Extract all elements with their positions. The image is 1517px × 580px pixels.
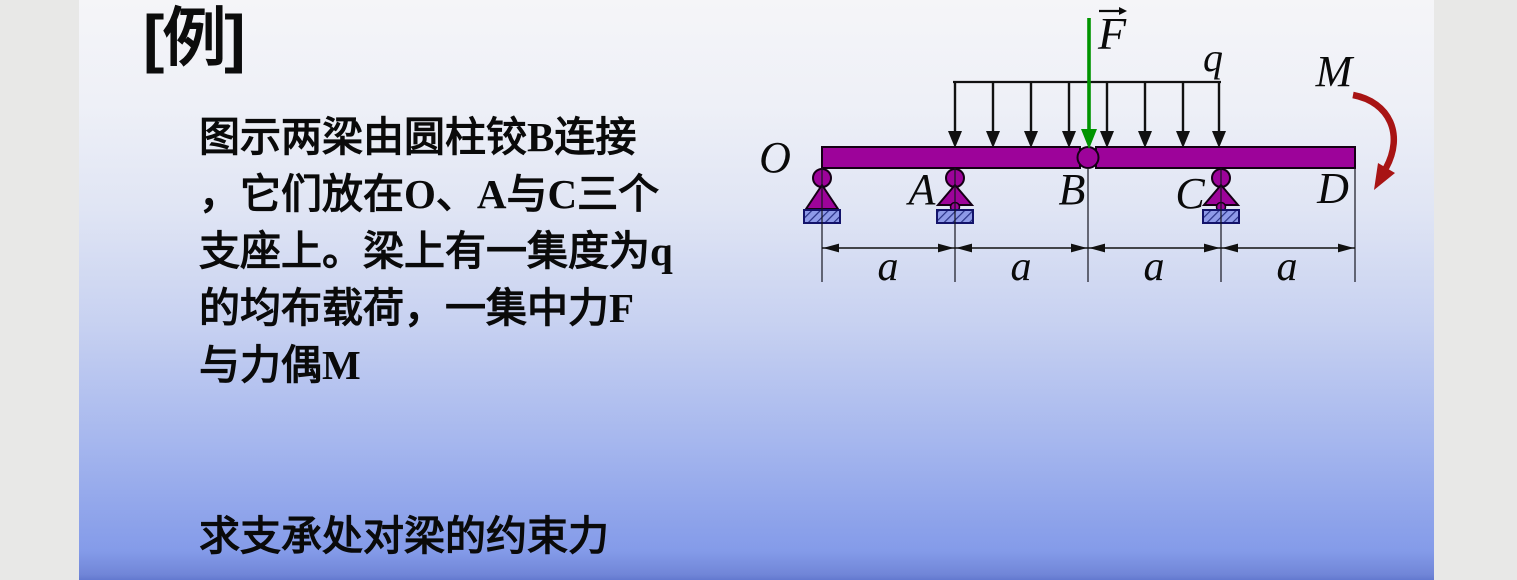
force-F-label: F xyxy=(1097,8,1127,59)
load-arrow xyxy=(1138,83,1152,148)
node-label-O: O xyxy=(759,133,791,182)
problem-statement: 图示两梁由圆柱铰B连接 ，它们放在O、A与C三个 支座上。梁上有一集度为q 的均… xyxy=(199,109,779,394)
question-text: 求支承处对梁的约束力 xyxy=(199,513,609,559)
segment-length-label-CD: a xyxy=(1277,244,1298,290)
slide-title: [例] xyxy=(143,2,246,74)
node-label-A: A xyxy=(906,165,937,214)
moment-M-arrow xyxy=(1352,91,1398,190)
beam-left-segment xyxy=(821,146,1081,169)
force-F-arrow xyxy=(1081,18,1097,149)
load-arrow xyxy=(1176,83,1190,148)
node-label-D: D xyxy=(1316,164,1349,213)
segment-length-label-BC: a xyxy=(1144,244,1165,290)
problem-line-5: 与力偶M xyxy=(199,342,361,388)
beam-diagram: a a a a F M O A B C xyxy=(759,7,1398,290)
dimension-line xyxy=(822,243,1355,253)
presentation-slide: [例] 图示两梁由圆柱铰B连接 ，它们放在O、A与C三个 支座上。梁上有一集度为… xyxy=(79,0,1434,580)
load-q-label: q xyxy=(1203,35,1223,80)
segment-length-label-OA: a xyxy=(878,244,899,290)
beam xyxy=(821,146,1356,169)
problem-line-4: 的均布载荷，一集中力F xyxy=(199,285,635,331)
problem-line-2: ，它们放在O、A与C三个 xyxy=(199,171,660,217)
dimension-extension-lines xyxy=(821,168,1356,282)
force-F-vector-bar xyxy=(1099,7,1127,15)
node-label-B: B xyxy=(1059,165,1086,214)
load-arrow xyxy=(1212,83,1226,148)
load-arrow xyxy=(986,83,1000,148)
load-arrow xyxy=(1024,83,1038,148)
load-arrow xyxy=(1100,83,1114,148)
segment-length-label-AB: a xyxy=(1011,244,1032,290)
moment-M-label: M xyxy=(1315,47,1355,96)
problem-line-3: 支座上。梁上有一集度为q xyxy=(199,228,673,274)
problem-line-1: 图示两梁由圆柱铰B连接 xyxy=(199,114,637,160)
load-arrow xyxy=(948,83,962,148)
load-arrow xyxy=(1062,83,1076,148)
node-label-C: C xyxy=(1175,169,1205,218)
distributed-load xyxy=(948,80,1226,148)
